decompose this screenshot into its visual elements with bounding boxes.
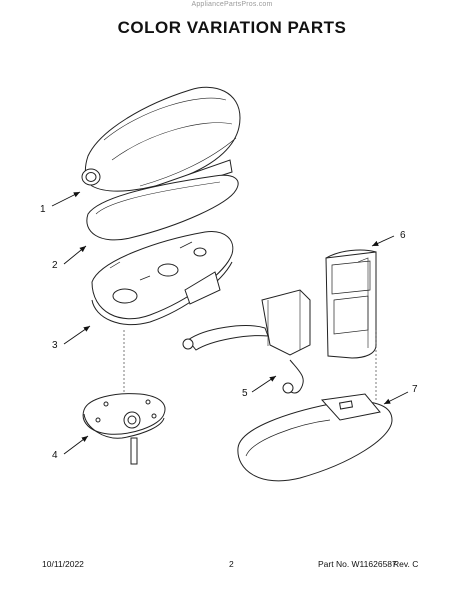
part-2-trim-band: [86, 174, 239, 241]
footer-page-number: 2: [229, 559, 234, 569]
callout-1: 1: [40, 204, 46, 215]
part-4-planetary-plate: [82, 330, 166, 465]
part-3-gear-housing: [91, 231, 234, 326]
callout-leaders: [51, 191, 409, 455]
callout-6: 6: [400, 230, 406, 241]
callout-7: 7: [412, 384, 418, 395]
part-1-head-cover: [81, 86, 241, 199]
callout-3: 3: [52, 340, 58, 351]
page-title: COLOR VARIATION PARTS: [117, 18, 347, 37]
part-7-base: [237, 330, 393, 482]
footer-part-number: Part No. W11626587: [318, 559, 397, 569]
part-6-column-housing: [325, 249, 377, 359]
watermark: AppliancePartsPros.com: [191, 1, 273, 8]
footer-revision: Rev. C: [393, 559, 419, 569]
callout-2: 2: [52, 260, 58, 271]
part-5-bowl-lift-arm: [182, 289, 311, 394]
callout-5: 5: [242, 388, 248, 399]
footer-date: 10/11/2022: [42, 559, 84, 569]
callout-4: 4: [52, 450, 58, 461]
